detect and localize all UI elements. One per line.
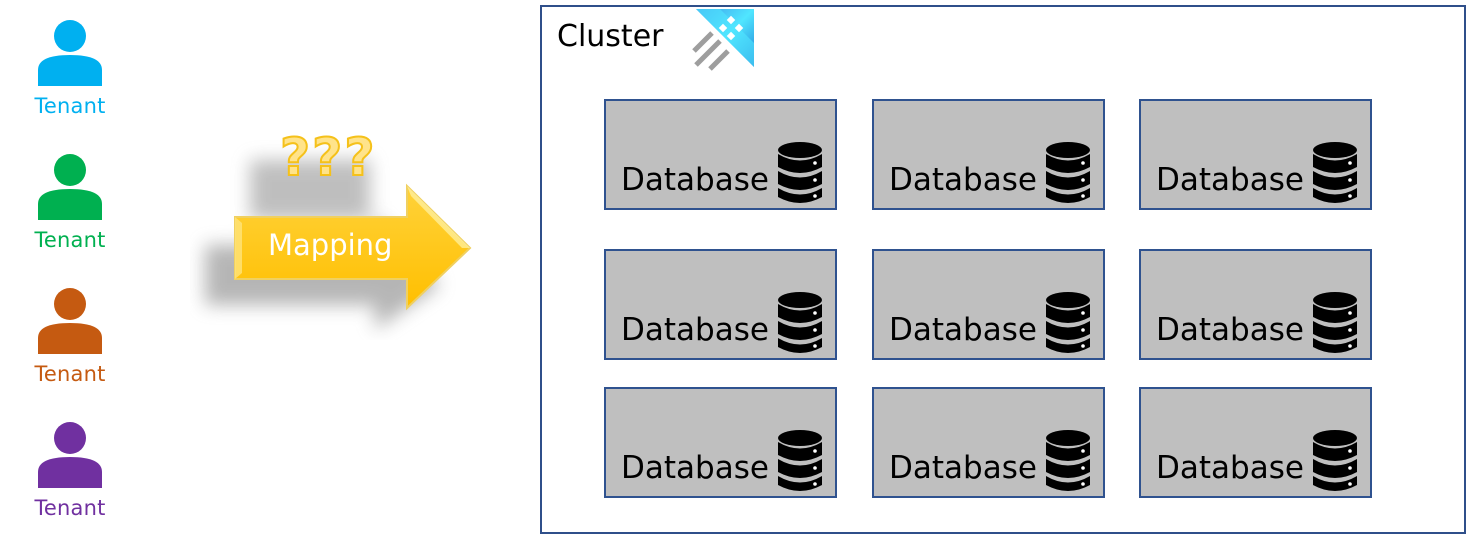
database-label: Database (621, 312, 769, 348)
database-icon (1313, 142, 1357, 203)
tenant-1: Tenant (20, 18, 120, 118)
azure-data-explorer-icon (692, 9, 754, 71)
database-icon (778, 142, 822, 203)
tenant-3: Tenant (20, 286, 120, 386)
database-box: Database (604, 249, 837, 360)
person-icon (38, 288, 102, 354)
tenant-2: Tenant (20, 152, 120, 252)
database-box: Database (1139, 249, 1372, 360)
database-icon (778, 430, 822, 491)
database-box: Database (1139, 99, 1372, 210)
tenant-label: Tenant (34, 496, 106, 520)
mapping-label: Mapping (268, 228, 393, 262)
database-label: Database (621, 162, 769, 198)
database-label: Database (1156, 450, 1304, 486)
database-icon (1046, 142, 1090, 203)
tenant-label: Tenant (34, 228, 106, 252)
database-icon (1046, 292, 1090, 353)
database-label: Database (889, 450, 1037, 486)
cluster-title: Cluster (557, 19, 664, 54)
database-label: Database (889, 312, 1037, 348)
database-icon (1313, 292, 1357, 353)
database-box: Database (1139, 387, 1372, 498)
database-box: Database (872, 387, 1105, 498)
database-label: Database (621, 450, 769, 486)
database-label: Database (889, 162, 1037, 198)
person-icon (38, 20, 102, 86)
database-icon (1046, 430, 1090, 491)
person-icon (38, 154, 102, 220)
tenant-label: Tenant (34, 94, 106, 118)
database-box: Database (604, 99, 837, 210)
database-box: Database (872, 249, 1105, 360)
tenant-label: Tenant (34, 362, 106, 386)
person-icon (38, 422, 102, 488)
database-icon (778, 292, 822, 353)
database-box: Database (604, 387, 837, 498)
database-icon (1313, 430, 1357, 491)
tenant-4: Tenant (20, 420, 120, 520)
database-label: Database (1156, 312, 1304, 348)
mapping-arrow: ??? Mapping (190, 120, 490, 340)
database-box: Database (872, 99, 1105, 210)
database-label: Database (1156, 162, 1304, 198)
arrow-shape (205, 160, 472, 330)
question-marks: ??? (279, 127, 377, 189)
